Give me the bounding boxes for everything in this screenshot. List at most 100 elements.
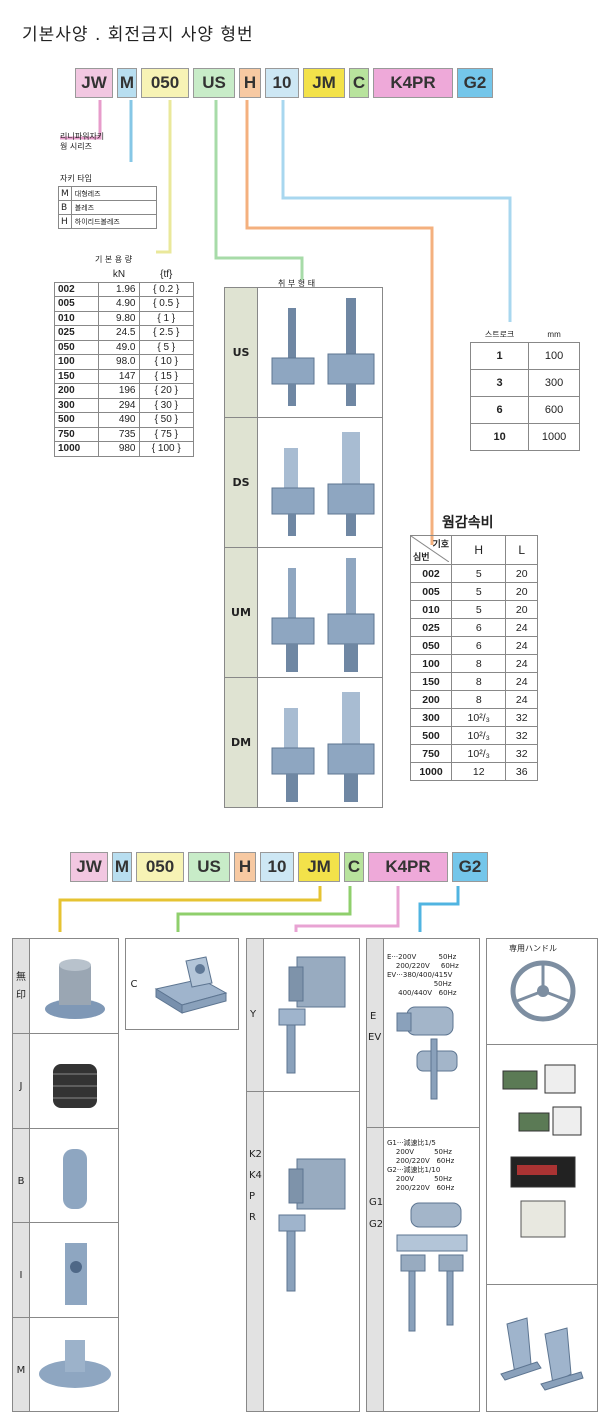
jack-illustration — [258, 548, 382, 677]
top-code-segment-050: 050 — [141, 68, 189, 98]
motor-spec-line: E···200V 50Hz — [387, 953, 457, 961]
accessories-panel: 専用ハンドル — [486, 938, 598, 1412]
clevis-bracket-icon — [154, 956, 228, 1014]
end-fitting-label: B — [17, 1175, 25, 1187]
motor-label-g1: G1 — [369, 1197, 384, 1208]
connector-lines-bottom — [58, 886, 460, 932]
end-fitting-label: I — [19, 1270, 23, 1282]
end-fitting-label: 無印 — [16, 972, 26, 1001]
top-code-segment-c: C — [349, 68, 369, 98]
mounting-row-dm: DM — [225, 678, 382, 807]
reducer-label: K4 — [249, 1170, 262, 1181]
motor-spec-line: 200/220V 60Hz — [387, 1184, 455, 1192]
motor-label-e: E — [370, 1011, 377, 1022]
end-fitting-option: B — [13, 1127, 118, 1223]
mounting-row-um: UM — [225, 548, 382, 678]
top-code-segment-jw: JW — [75, 68, 113, 98]
end-fitting-option: J — [13, 1033, 118, 1128]
clevis-label: C — [126, 939, 142, 1029]
mounting-label: DS — [225, 418, 258, 547]
end-fitting-label: J — [19, 1081, 23, 1093]
motor-spec-line: G1···減速比1/5 — [387, 1139, 436, 1147]
bottom-code-segment-m: M — [112, 852, 132, 882]
end-fitting-option: I — [13, 1222, 118, 1317]
bottom-code-segment-c: C — [344, 852, 364, 882]
mounting-heading: 취 부 형 태 — [278, 279, 316, 288]
bottom-code-segment-10: 10 — [260, 852, 294, 882]
motor-spec-line: EV···380/400/415V — [387, 971, 453, 979]
bottom-code-segment-us: US — [188, 852, 230, 882]
clevis-end-icon — [65, 1243, 87, 1306]
motor-spec-line: 200/220V 60Hz — [387, 1157, 455, 1165]
top-code-segment-h: H — [239, 68, 261, 98]
mounting-row-ds: DS — [225, 418, 382, 548]
motor-spec-line: 400/440V 60Hz — [387, 989, 457, 997]
motor-label-g2: G2 — [369, 1219, 384, 1230]
bottom-code-segment-h: H — [234, 852, 256, 882]
reducer-y-icon — [278, 956, 346, 1074]
bottom-code-segment-050: 050 — [136, 852, 184, 882]
motor-spec-line: 200V 50Hz — [387, 1175, 452, 1183]
plain-end-icon — [63, 1148, 87, 1209]
top-code-segment-10: 10 — [265, 68, 299, 98]
motor-spec-line: 200V 50Hz — [387, 1148, 452, 1156]
jack-type-heading: 자키 타입 — [60, 174, 92, 183]
end-fitting-option: 無印 — [13, 939, 118, 1033]
motor-spec-line: 50Hz — [387, 980, 452, 988]
clevis-panel: C — [125, 938, 239, 1030]
mounting-label: US — [225, 288, 258, 417]
series-label: 리니파워자키 웜 시리즈 — [60, 132, 105, 151]
bottom-code-segment-g2: G2 — [452, 852, 488, 882]
connector-lines-top — [60, 100, 512, 545]
motor-spec-line: 200/220V 60Hz — [387, 962, 459, 970]
bottom-code-segment-jw: JW — [70, 852, 108, 882]
motor-e-icon — [396, 1006, 458, 1100]
reducer-label: K2 — [249, 1149, 262, 1160]
motor-g-icon — [396, 1202, 468, 1332]
handle-heading: 専用ハンドル — [509, 944, 557, 953]
reducer-label: R — [249, 1212, 256, 1223]
top-code-segment-us: US — [193, 68, 235, 98]
jack-illustration — [258, 678, 382, 807]
controller-icons — [502, 1064, 582, 1238]
mounting-label: UM — [225, 548, 258, 677]
reducer-label-y: Y — [250, 1009, 257, 1020]
mounting-row-us: US — [225, 288, 382, 418]
motor-spec-line: G2···減速比1/10 — [387, 1166, 441, 1174]
flange-end-icon — [39, 1339, 111, 1388]
threaded-end-icon — [45, 959, 105, 1019]
reducer-label: P — [249, 1191, 256, 1202]
page-title: 기본사양 . 회전금지 사양 형번 — [22, 25, 254, 45]
